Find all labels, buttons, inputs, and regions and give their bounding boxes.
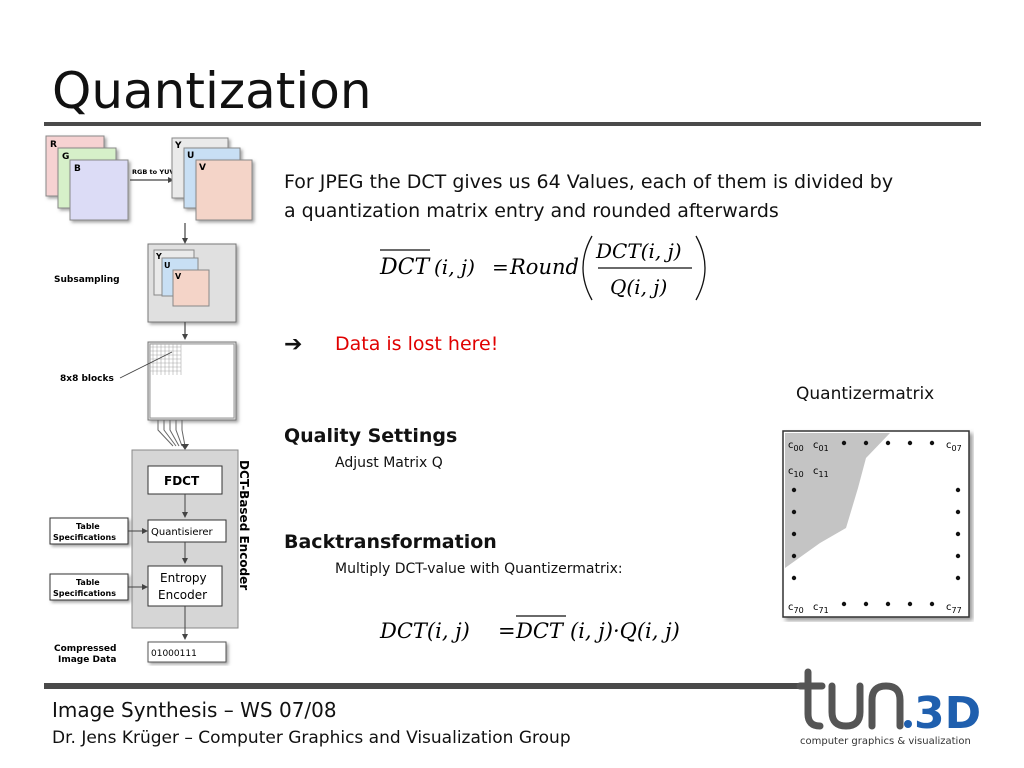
formula1-args: (i, j) [434, 255, 475, 279]
bitstream-label: 01000111 [151, 649, 197, 659]
quantizer-matrix: c00 c01 c07 c10 c11 c70 c71 c77 [782, 430, 970, 618]
c77: c [946, 602, 952, 613]
svg-text:c11: c11 [813, 466, 829, 479]
c71: c [813, 602, 819, 613]
svg-text:c07: c07 [946, 440, 962, 453]
sub-v-label: V [175, 272, 182, 281]
dct-encoder-box: FDCT Quantisierer Entropy Encoder DCT-Ba… [131, 449, 251, 629]
entropy-label-2: Encoder [158, 588, 207, 602]
formula2-lhs: DCT(i, j) [379, 619, 470, 643]
formula1-fn: Round [509, 255, 579, 279]
c00-sub: 00 [794, 444, 804, 453]
formula1-eq: = [492, 255, 509, 279]
matrix-dots [791, 440, 961, 607]
footer-course: Image Synthesis – WS 07/08 [52, 698, 337, 722]
c11-sub: 11 [819, 470, 829, 479]
c07: c [946, 440, 952, 451]
title-rule [44, 122, 981, 126]
formula1-num: DCT(i, j) [595, 239, 682, 263]
back-text: Multiply DCT-value with Quantizermatrix: [335, 561, 623, 577]
matrix-label: Quantizermatrix [796, 384, 935, 404]
footer-author: Dr. Jens Krüger – Computer Graphics and … [52, 728, 571, 748]
plane-u-label: U [187, 151, 194, 161]
c70: c [788, 602, 794, 613]
svg-text:c00: c00 [788, 440, 804, 453]
svg-text:c77: c77 [946, 602, 962, 615]
right-arrow-icon: ➔ [284, 332, 303, 357]
c11: c [813, 466, 819, 477]
intro-line-2: a quantization matrix entry and rounded … [284, 200, 779, 222]
svg-text:c01: c01 [813, 440, 829, 453]
rgb-planes: R G B [45, 135, 129, 221]
c10: c [788, 466, 794, 477]
backtransform-formula: DCT(i, j) = DCT (i, j)·Q(i, j) [379, 615, 680, 643]
jpeg-encoder-diagram: R G B RGB to YUV Y U V Y U V Subsampling… [45, 135, 253, 665]
plane-y-label: Y [174, 141, 182, 151]
c00: c [788, 440, 794, 451]
c71-sub: 71 [819, 606, 829, 615]
quantisierer-label: Quantisierer [151, 527, 214, 538]
table-spec-1: Table Specifications [49, 517, 148, 545]
svg-text:c70: c70 [788, 602, 804, 615]
tum3d-logo: 3D computer graphics & visualization [796, 668, 981, 747]
table-spec-2-line1: Table [76, 578, 100, 587]
plane-g-label: G [62, 152, 69, 162]
data-lost-note: Data is lost here! [335, 333, 499, 355]
c77-sub: 77 [952, 606, 962, 615]
compressed-label-1: Compressed [54, 644, 116, 654]
plane-r-label: R [50, 140, 57, 150]
subsampling-label: Subsampling [54, 275, 120, 285]
footer-rule [44, 683, 804, 689]
compressed-label-2: Image Data [58, 655, 116, 665]
formula1-lhs: DCT [379, 255, 431, 280]
encoder-vertical-label: DCT-Based Encoder [237, 460, 251, 590]
table-spec-1-line2: Specifications [53, 533, 116, 542]
logo-3d: 3D [914, 688, 981, 739]
plane-v-label: V [199, 163, 206, 173]
page-title: Quantization [52, 62, 372, 120]
rgb-to-yuv-label: RGB to YUV [132, 168, 174, 176]
c70-sub: 70 [794, 606, 804, 615]
intro-line-1: For JPEG the DCT gives us 64 Values, eac… [284, 171, 894, 193]
quality-heading: Quality Settings [284, 425, 458, 447]
back-heading: Backtransformation [284, 531, 497, 553]
table-spec-2: Table Specifications [49, 573, 148, 601]
formula1-den: Q(i, j) [610, 275, 667, 299]
quantization-formula: DCT (i, j) = Round DCT(i, j) Q(i, j) [379, 235, 706, 301]
blocks-box [147, 341, 237, 421]
entropy-label-1: Entropy [160, 571, 207, 585]
yuv-planes: Y U V [171, 137, 253, 221]
table-spec-1-line1: Table [76, 522, 100, 531]
fdct-label: FDCT [164, 474, 200, 488]
c01-sub: 01 [819, 444, 829, 453]
blocks-label: 8x8 blocks [60, 374, 114, 384]
svg-text:c71: c71 [813, 602, 829, 615]
table-spec-2-line2: Specifications [53, 589, 116, 598]
sub-y-label: Y [155, 252, 162, 261]
sub-u-label: U [164, 261, 171, 270]
plane-b-label: B [74, 164, 81, 174]
formula2-rhs-rest: (i, j)·Q(i, j) [570, 619, 680, 643]
c01: c [813, 440, 819, 451]
logo-tagline: computer graphics & visualization [800, 736, 971, 747]
c10-sub: 10 [794, 470, 804, 479]
c07-sub: 07 [952, 444, 962, 453]
quality-text: Adjust Matrix Q [335, 455, 443, 471]
subsampling-box: Y U V [147, 243, 237, 323]
formula2-eq: = [498, 619, 516, 643]
svg-text:c10: c10 [788, 466, 804, 479]
formula2-rhs-bar: DCT [515, 619, 565, 643]
bitstream-box [147, 641, 227, 663]
